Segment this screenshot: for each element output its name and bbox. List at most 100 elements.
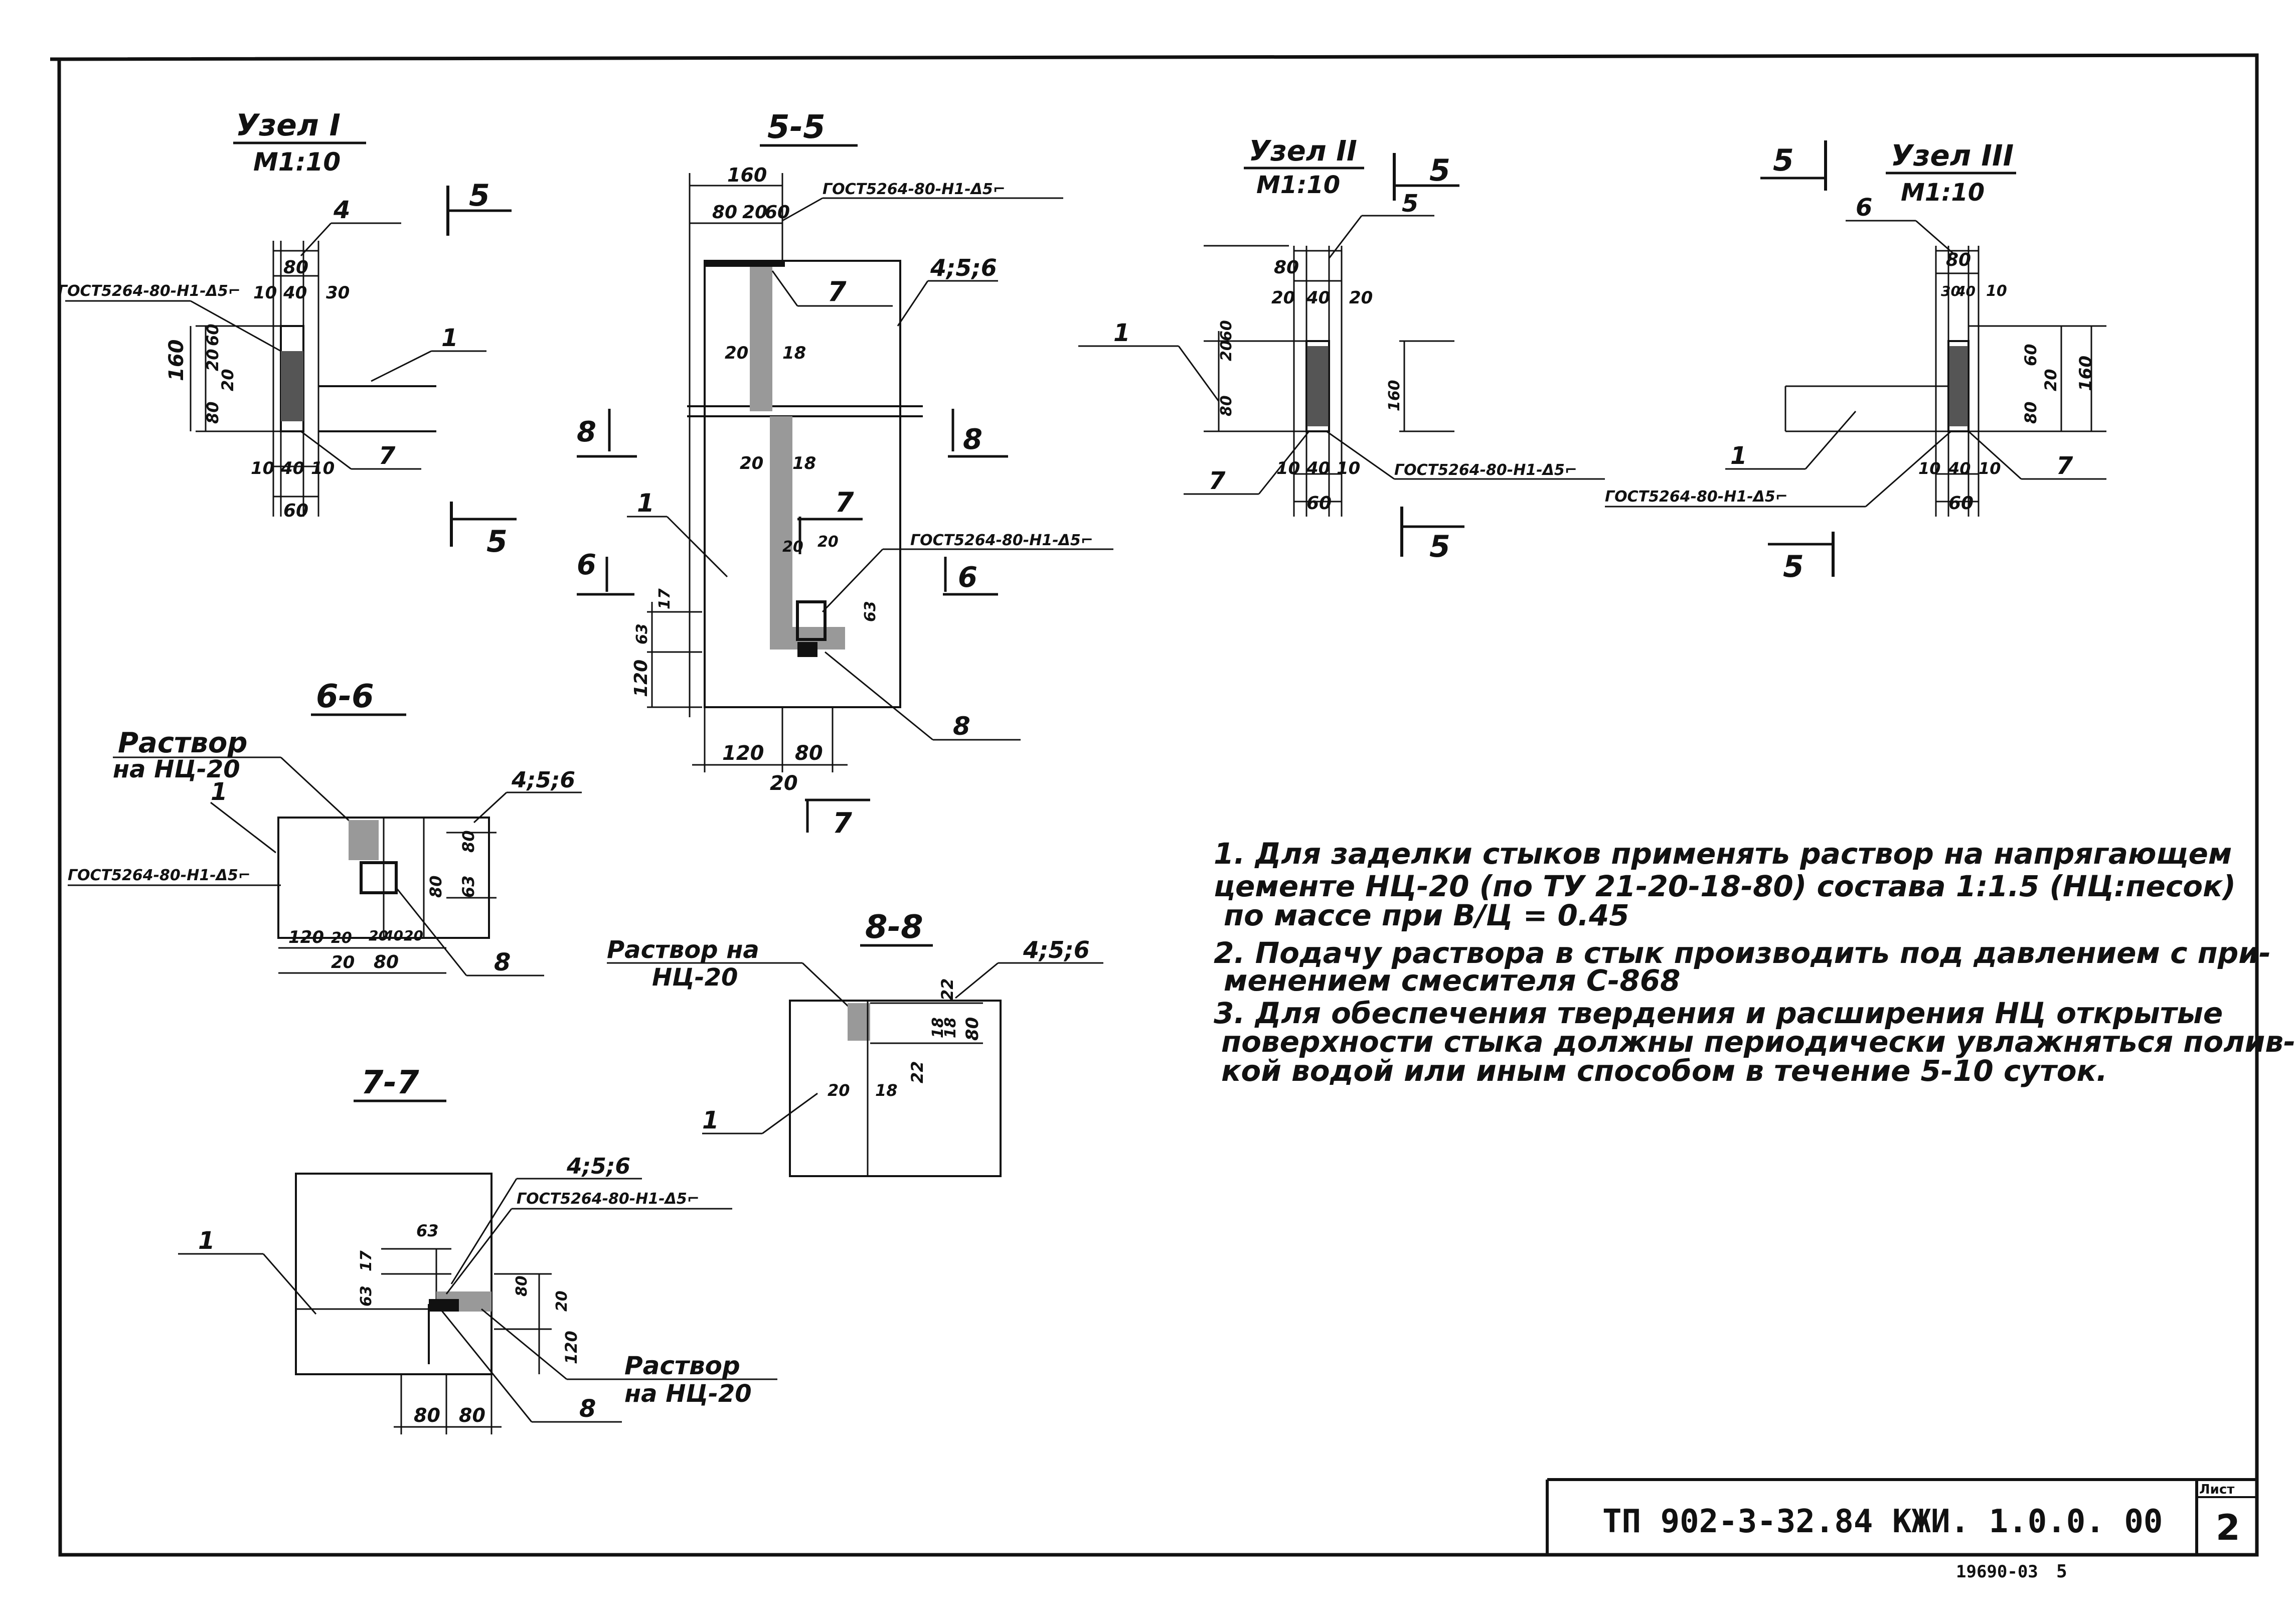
s66-pos1: 1	[211, 778, 227, 806]
s66-d120: 120	[288, 927, 324, 947]
s88-d18b: 18	[942, 1017, 959, 1038]
uzel-1-d-bot10a: 10	[251, 458, 274, 478]
uzel-1-d40: 40	[283, 283, 307, 303]
note-line-6: 3. Для обеспечения твердения и расширени…	[1214, 996, 2223, 1030]
s55-b120: 120	[722, 742, 764, 765]
uzel-2-v60: 60	[1218, 320, 1235, 341]
uzel-2-view: Узел II М1:10 80 20 40 20 10 40 10 60 20…	[1078, 135, 1605, 564]
s55-sec7-bot: 7	[833, 807, 852, 840]
s55-v17: 17	[656, 588, 674, 609]
section-7-7-title: 7-7	[361, 1064, 419, 1101]
uzel-1-view: Узел I М1:10 160 20 60 80 20 80 10 40 30…	[58, 108, 517, 559]
s77-d120: 120	[562, 1331, 581, 1364]
s77-d80a: 80	[513, 1275, 531, 1297]
s55-pos8: 8	[953, 712, 970, 741]
uzel-2-v80: 80	[1218, 395, 1235, 416]
uzel-1-sec-bot: 5	[486, 524, 508, 559]
s66-d80: 80	[374, 952, 399, 973]
s66-d40: 40	[383, 927, 403, 944]
s88-d22a: 22	[938, 978, 957, 1001]
s66-d20a: 20	[331, 929, 352, 947]
section-8-8-title: 8-8	[865, 909, 923, 946]
s55-w160: 160	[727, 164, 767, 186]
s77-pos456: 4;5;6	[566, 1154, 630, 1179]
s66-v63: 63	[459, 875, 478, 898]
section-8-8: 8-8 Раствор на НЦ-20 22 18 18 80 22 20 1…	[607, 909, 1103, 1177]
uzel-1-pos7: 7	[379, 442, 396, 470]
uzel-3-pos1: 1	[1730, 442, 1747, 470]
s77-gost: ГОСТ5264-80-Н1-Δ5⌐	[517, 1190, 700, 1208]
s88-pos456: 4;5;6	[1023, 936, 1090, 963]
uzel-2-d40b: 40	[1306, 458, 1330, 478]
uzel-2-sec-bot: 5	[1429, 529, 1450, 564]
uzel-1-title: Узел I	[236, 108, 341, 143]
uzel-2-gost: ГОСТ5264-80-Н1-Δ5⌐	[1394, 461, 1577, 479]
uzel-2-d10a: 10	[1276, 458, 1300, 478]
uzel-1-d-top: 80	[283, 257, 308, 278]
uzel-3-d60: 60	[1948, 493, 1974, 514]
s66-d20c: 20	[404, 927, 423, 944]
uzel-3-d80: 80	[1946, 250, 1971, 270]
note-line-4: 2. Подачу раствора в стык производить по…	[1214, 936, 2271, 970]
uzel-1-d10: 10	[253, 283, 277, 303]
uzel-3-pos6: 6	[1856, 194, 1872, 222]
s55-d20a: 20	[725, 343, 748, 363]
uzel-1-gost: ГОСТ5264-80-Н1-Δ5⌐	[58, 282, 241, 300]
s55-w20: 20	[742, 202, 767, 223]
s55-w60: 60	[765, 202, 790, 223]
s88-d80: 80	[962, 1017, 982, 1041]
s55-sec6-left: 6	[577, 549, 596, 581]
uzel-3-v160: 160	[2076, 356, 2096, 391]
uzel-2-scale: М1:10	[1256, 171, 1340, 199]
uzel-2-sec-top: 5	[1429, 153, 1450, 188]
section-8-8-mortar2: НЦ-20	[652, 963, 738, 992]
s55-sec8-left: 8	[577, 416, 596, 448]
list-number: 2	[2216, 1507, 2240, 1548]
s55-v120: 120	[631, 660, 651, 697]
s77-d63b: 63	[358, 1285, 375, 1307]
uzel-2-d20b: 20	[1349, 288, 1373, 308]
s77-d63a: 63	[416, 1221, 439, 1240]
list-label: Лист	[2199, 1482, 2234, 1497]
s55-d18a: 18	[782, 343, 806, 363]
title-block: ТП 902-3-32.84 КЖИ. 1.0.0. 00 Лист 2 196…	[1602, 1482, 2240, 1582]
section-6-6-mortar: Раствор	[118, 727, 247, 759]
s66-pos456: 4;5;6	[511, 767, 575, 793]
s55-b20: 20	[770, 772, 798, 795]
archive-number: 19690-03	[1956, 1562, 2038, 1582]
uzel-1-d-bot60: 60	[283, 501, 308, 521]
s77-b80a: 80	[414, 1404, 440, 1426]
uzel-3-title: Узел III	[1891, 138, 2014, 173]
s66-pos8: 8	[494, 948, 511, 977]
s88-d18c: 18	[875, 1081, 898, 1100]
uzel-1-scale: М1:10	[253, 147, 341, 177]
uzel-3-v20: 20	[2041, 369, 2060, 391]
uzel-2-d20a: 20	[1271, 288, 1295, 308]
note-line-7: поверхности стыка должны периодически ув…	[1221, 1025, 2295, 1059]
uzel-3-v60: 60	[2021, 344, 2040, 366]
uzel-2-v20: 20	[1218, 340, 1235, 361]
sheet-frame	[50, 53, 2259, 1557]
note-line-5: менением смесителя С-868	[1224, 963, 1681, 998]
s88-d20: 20	[828, 1081, 850, 1100]
uzel-2-title: Узел II	[1249, 135, 1357, 168]
general-notes: 1. Для заделки стыков применять раствор …	[1214, 837, 2295, 1088]
section-8-8-mortar: Раствор на	[607, 936, 759, 964]
s55-v63: 63	[633, 623, 651, 644]
s66-v80b: 80	[426, 875, 445, 898]
uzel-3-v80: 80	[2021, 401, 2040, 424]
uzel-2-pos5: 5	[1402, 190, 1418, 218]
s88-pos1: 1	[702, 1106, 719, 1135]
s66-v80a: 80	[459, 830, 478, 853]
uzel-1-pos1: 1	[441, 324, 458, 352]
s55-pos456: 4;5;6	[930, 254, 997, 281]
uzel-1-v20: 20	[203, 349, 222, 371]
uzel-3-d10: 10	[1986, 282, 2007, 300]
section-5-5: 5-5 160 80 20 60 ГОСТ5264-80-Н1-Δ5⌐ 7 4;…	[577, 109, 1113, 840]
s55-gost-top: ГОСТ5264-80-Н1-Δ5⌐	[823, 181, 1006, 198]
uzel-1-sec-top: 5	[469, 178, 490, 213]
sheet-designation: ТП 902-3-32.84 КЖИ. 1.0.0. 00	[1602, 1503, 2163, 1540]
uzel-1-pos4: 4	[333, 196, 350, 224]
note-line-3: по массе при В/Ц = 0.45	[1224, 898, 1629, 932]
